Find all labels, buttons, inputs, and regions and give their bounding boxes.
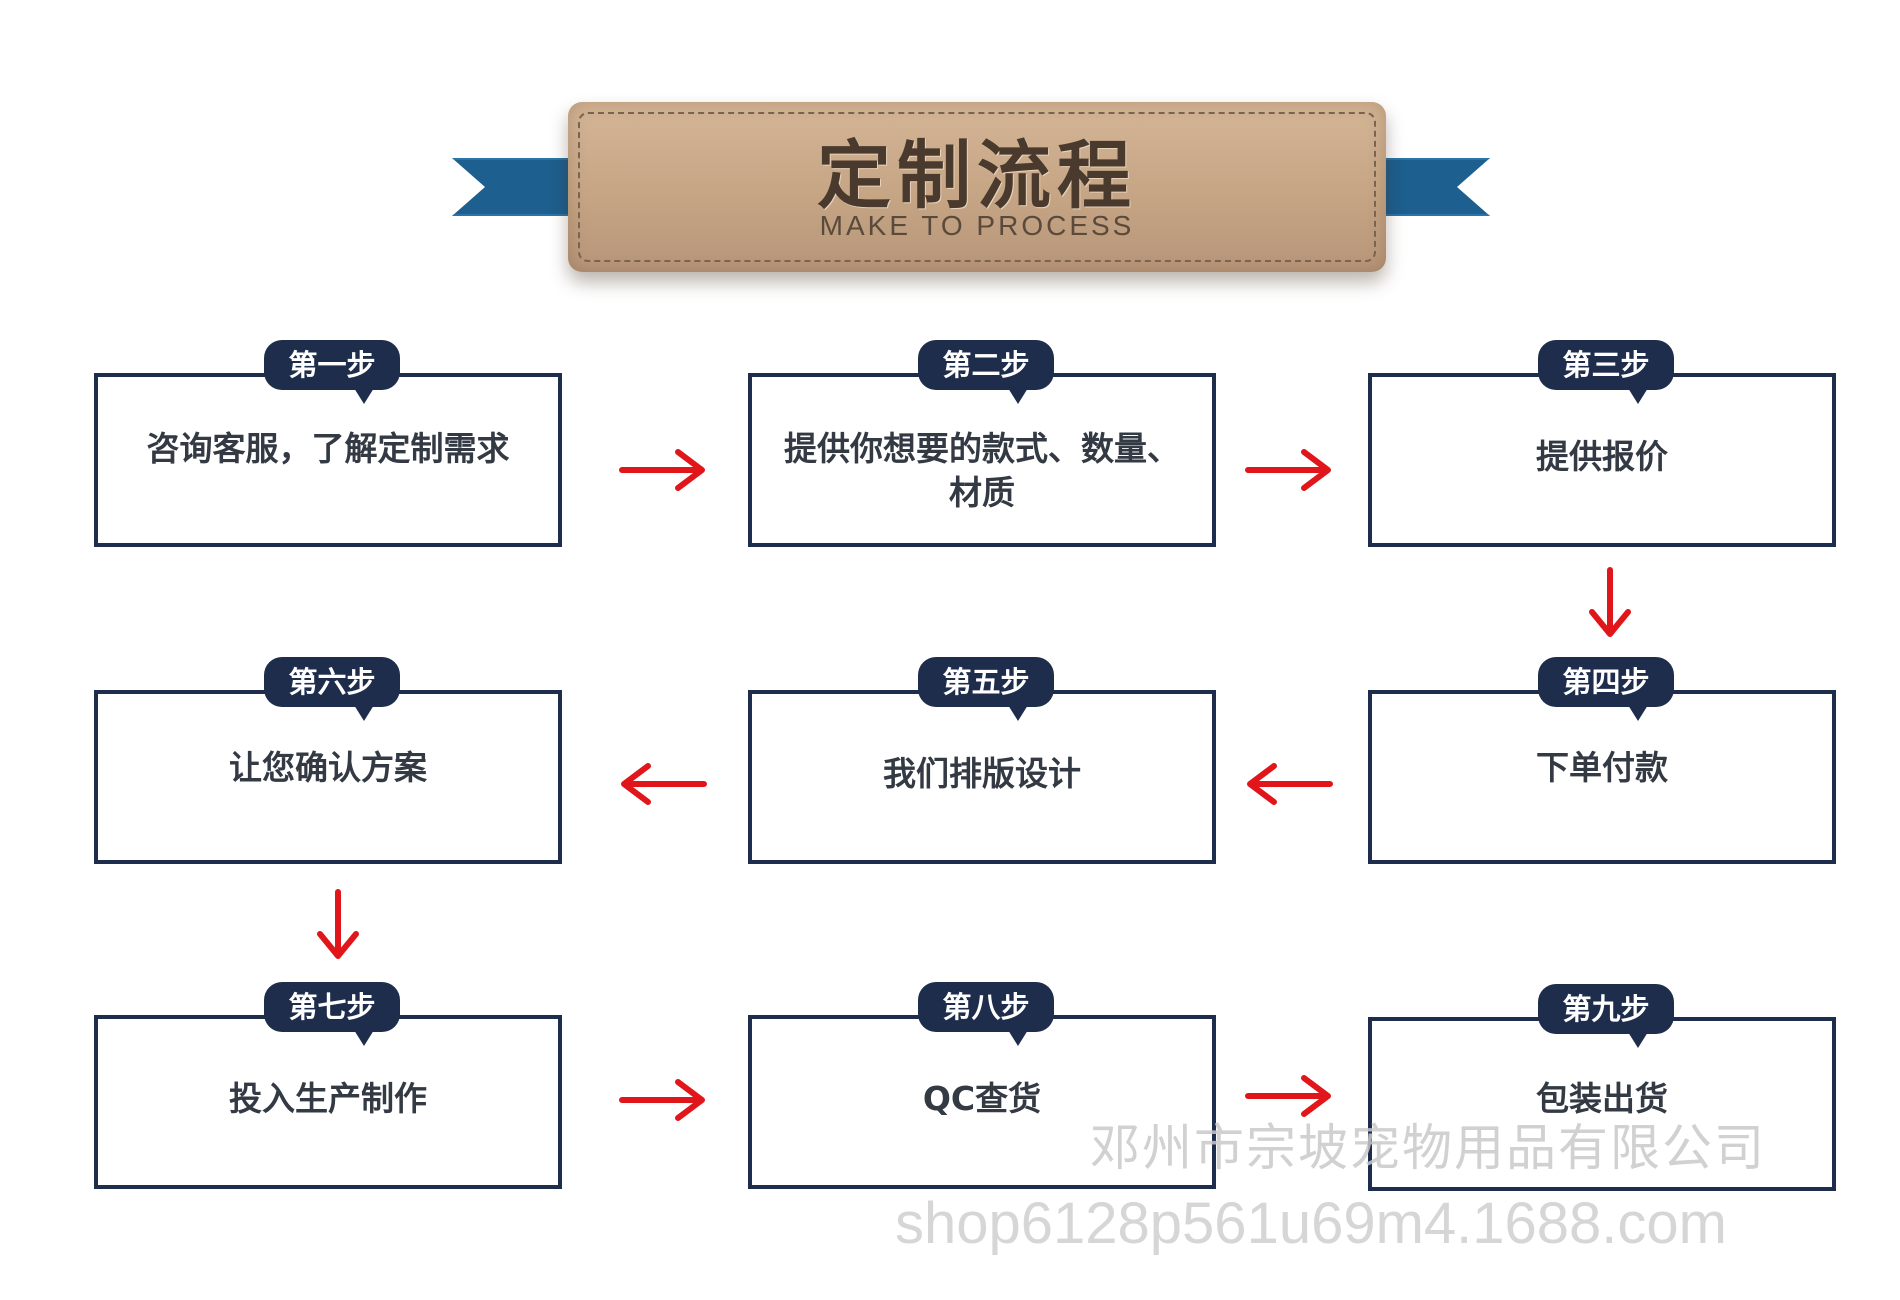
arrow-right-icon (618, 448, 708, 492)
step-badge-9: 第九步 (1538, 984, 1674, 1034)
step-badge-5: 第五步 (918, 657, 1054, 707)
step-badge-8: 第八步 (918, 982, 1054, 1032)
watermark-company: 邓州市宗坡宠物用品有限公司 (1090, 1108, 1766, 1180)
step-badge-2: 第二步 (918, 340, 1054, 390)
step-box-6: 让您确认方案 (94, 690, 562, 864)
arrow-right-icon (1244, 448, 1334, 492)
page-subtitle: MAKE TO PROCESS (568, 210, 1386, 242)
step-badge-7: 第七步 (264, 982, 400, 1032)
watermark-url: shop6128p561u69m4.1688.com (895, 1190, 1727, 1257)
step-box-3: 提供报价 (1368, 373, 1836, 547)
step-badge-6: 第六步 (264, 657, 400, 707)
arrow-down-icon (1588, 566, 1632, 638)
step-text-3: 提供报价 (1402, 435, 1802, 479)
title-banner: 定制流程 MAKE TO PROCESS (568, 102, 1386, 272)
step-text-4: 下单付款 (1402, 746, 1802, 790)
arrow-down-icon (316, 888, 360, 960)
step-box-2: 提供你想要的款式、数量、材质 (748, 373, 1216, 547)
step-text-7: 投入生产制作 (128, 1077, 528, 1121)
step-box-4: 下单付款 (1368, 690, 1836, 864)
step-text-6: 让您确认方案 (128, 746, 528, 790)
arrow-left-icon (618, 762, 708, 806)
page-title: 定制流程 (568, 116, 1386, 223)
step-text-5: 我们排版设计 (782, 752, 1182, 796)
arrow-left-icon (1244, 762, 1334, 806)
step-box-5: 我们排版设计 (748, 690, 1216, 864)
step-box-7: 投入生产制作 (94, 1015, 562, 1189)
step-box-1: 咨询客服，了解定制需求 (94, 373, 562, 547)
step-text-1: 咨询客服，了解定制需求 (128, 427, 528, 471)
step-badge-4: 第四步 (1538, 657, 1674, 707)
step-badge-3: 第三步 (1538, 340, 1674, 390)
step-text-2: 提供你想要的款式、数量、材质 (782, 427, 1182, 515)
arrow-right-icon (618, 1078, 708, 1122)
step-badge-1: 第一步 (264, 340, 400, 390)
